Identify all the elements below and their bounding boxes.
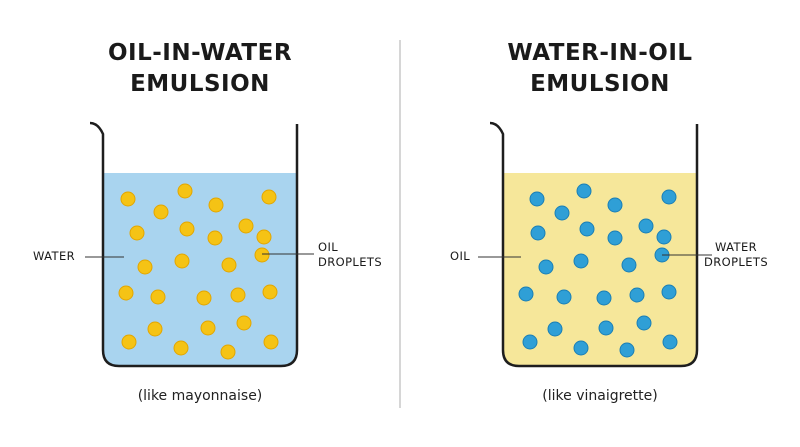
droplet — [529, 191, 545, 207]
label-oil-droplets: OIL DROPLETS — [318, 240, 382, 270]
beaker-oil-in-water — [85, 121, 314, 368]
droplet — [576, 183, 592, 199]
droplet — [220, 344, 236, 360]
droplet — [579, 221, 595, 237]
label-oil: OIL — [450, 249, 471, 263]
droplet — [153, 204, 169, 220]
droplet — [629, 287, 645, 303]
title-line-1: WATER-IN-OIL — [507, 40, 693, 66]
droplet — [118, 285, 134, 301]
droplet — [607, 230, 623, 246]
droplet — [221, 257, 237, 273]
droplet — [121, 334, 137, 350]
oil-droplets-group — [118, 183, 279, 360]
droplet — [207, 230, 223, 246]
droplet — [656, 229, 672, 245]
title-line-2: EMULSION — [530, 71, 670, 97]
droplet — [573, 340, 589, 356]
label-line-1: OIL — [318, 240, 339, 254]
droplet — [179, 221, 195, 237]
droplet — [518, 286, 534, 302]
droplet — [120, 191, 136, 207]
beaker-outline — [489, 121, 699, 368]
droplet — [530, 225, 546, 241]
droplet — [262, 284, 278, 300]
droplet — [598, 320, 614, 336]
label-water: WATER — [33, 249, 75, 263]
label-line-2: DROPLETS — [704, 255, 769, 269]
droplet — [177, 183, 193, 199]
droplet — [200, 320, 216, 336]
droplet — [137, 259, 153, 275]
water-droplets-group — [518, 183, 678, 358]
droplet — [661, 284, 677, 300]
droplet — [147, 321, 163, 337]
droplet — [554, 205, 570, 221]
droplet — [607, 197, 623, 213]
title-line-1: OIL-IN-WATER — [107, 40, 293, 66]
droplet — [547, 321, 563, 337]
droplet — [636, 315, 652, 331]
droplet — [174, 253, 190, 269]
droplet — [621, 257, 637, 273]
droplet — [662, 334, 678, 350]
label-water-droplets: WATER DROPLETS — [704, 240, 768, 270]
droplet — [256, 229, 272, 245]
droplet — [238, 218, 254, 234]
label-line-2: DROPLETS — [318, 255, 383, 269]
droplet — [208, 197, 224, 213]
droplet — [661, 189, 677, 205]
label-line-1: WATER — [715, 240, 758, 254]
caption-mayonnaise: (like mayonnaise) — [137, 388, 263, 404]
droplet — [254, 247, 270, 263]
beaker-outline — [89, 121, 299, 368]
droplet — [236, 315, 252, 331]
droplet — [619, 342, 635, 358]
droplet — [556, 289, 572, 305]
title-water-in-oil: WATER-IN-OIL EMULSION — [450, 38, 750, 100]
droplet — [638, 218, 654, 234]
droplet — [196, 290, 212, 306]
droplet — [129, 225, 145, 241]
droplet — [573, 253, 589, 269]
title-line-2: EMULSION — [130, 71, 270, 97]
title-oil-in-water: OIL-IN-WATER EMULSION — [50, 38, 350, 100]
caption-vinaigrette: (like vinaigrette) — [542, 388, 658, 404]
droplet — [230, 287, 246, 303]
droplet — [150, 289, 166, 305]
beaker-water-in-oil — [478, 121, 712, 368]
droplet — [261, 189, 277, 205]
droplet — [173, 340, 189, 356]
droplet — [263, 334, 279, 350]
droplet — [538, 259, 554, 275]
droplet — [596, 290, 612, 306]
droplet — [522, 334, 538, 350]
